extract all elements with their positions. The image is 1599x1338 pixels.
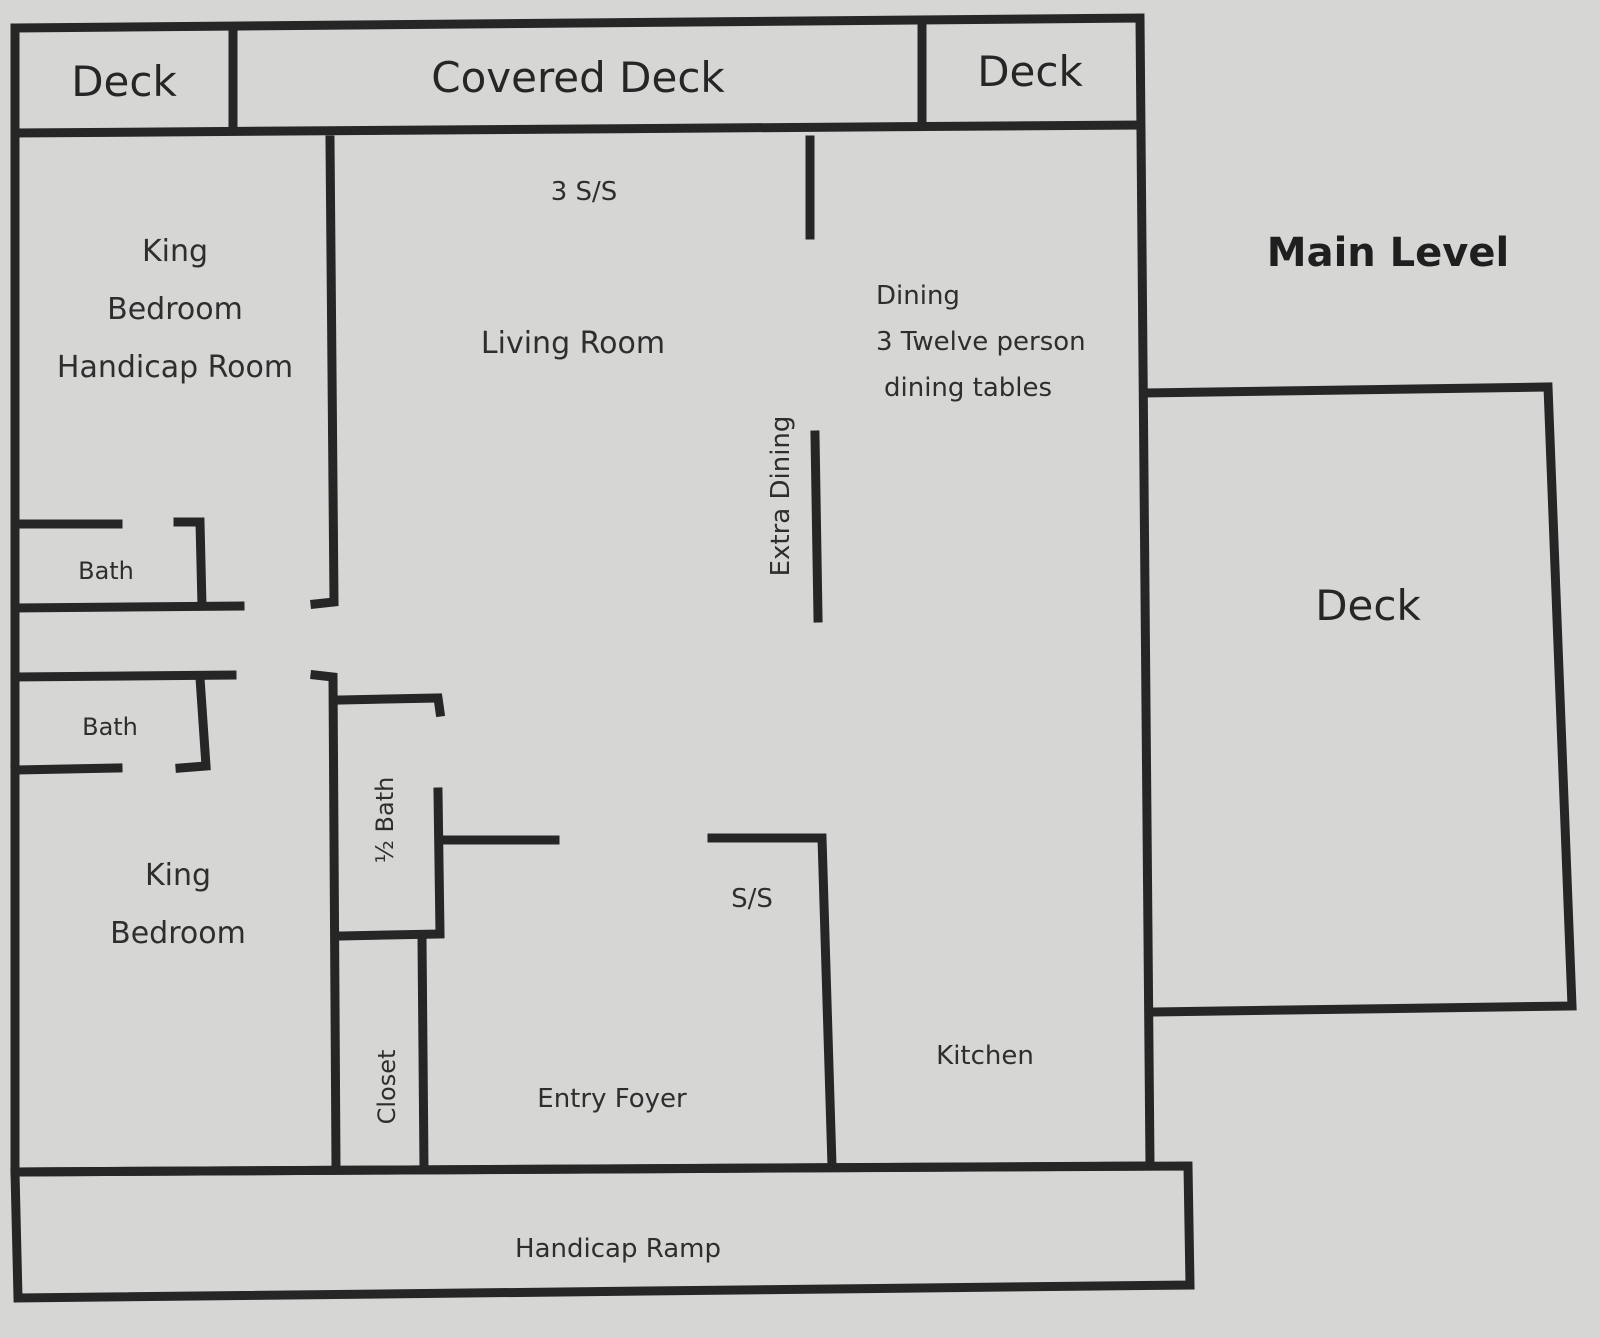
king-bedroom-2-label: King Bedroom xyxy=(110,847,246,963)
king-bedroom-1-line-3: Handicap Room xyxy=(56,350,294,385)
dining-line-3: dining tables xyxy=(884,373,1053,403)
bath-2-bottom-wall xyxy=(10,763,123,775)
living-room-note: 3 S/S xyxy=(550,177,618,208)
bath-1-label: Bath xyxy=(78,557,134,586)
covered-deck-label: Covered Deck xyxy=(431,52,725,102)
living-dining-partition-mid xyxy=(810,430,823,623)
foyer-note: S/S xyxy=(731,884,773,915)
deck-top-left-label: Deck xyxy=(71,56,177,106)
deck-side-label: Deck xyxy=(1315,580,1421,630)
level-title: Main Level xyxy=(1266,230,1510,276)
king-bedroom-2-line-1: King xyxy=(144,858,212,893)
ramp-wall xyxy=(10,1161,1195,1303)
king-bedroom-1-line-2: Bedroom xyxy=(107,292,243,327)
dining-line-2: 3 Twelve person xyxy=(876,327,1086,357)
bedroom-1-right-wall xyxy=(310,135,339,609)
extra-dining-label: Extra Dining xyxy=(766,415,797,577)
king-bedroom-2-line-2: Bedroom xyxy=(110,916,246,951)
bedroom-2-right-wall xyxy=(310,670,341,1173)
half-bath-label: ½ Bath xyxy=(371,776,400,864)
handicap-ramp-label: Handicap Ramp xyxy=(515,1234,721,1265)
kitchen-label: Kitchen xyxy=(936,1041,1034,1072)
living-room-label: Living Room xyxy=(480,325,666,361)
closet-label: Closet xyxy=(373,1049,402,1125)
half-bath-top-wall xyxy=(335,693,446,718)
closet-right-wall xyxy=(417,933,429,1173)
king-bedroom-1-label: King Bedroom Handicap Room xyxy=(57,223,293,397)
bath-2-right-wall xyxy=(175,673,211,773)
dining-line-1: Dining xyxy=(876,281,960,311)
king-bedroom-1-line-1: King xyxy=(141,234,209,269)
side-deck-wall xyxy=(1140,382,1577,1017)
dining-label: Dining 3 Twelve person dining tables xyxy=(876,273,1086,411)
deck-top-right-label: Deck xyxy=(977,46,1083,96)
foyer-top-wall-right xyxy=(707,833,837,1171)
bath-1-bottom-wall xyxy=(10,601,245,613)
deck-band-wall xyxy=(10,120,1145,138)
bath-2-label: Bath xyxy=(82,713,138,742)
bath-1-right-wall xyxy=(173,517,207,611)
walls xyxy=(10,13,1577,1303)
entry-foyer-label: Entry Foyer xyxy=(537,1084,687,1115)
